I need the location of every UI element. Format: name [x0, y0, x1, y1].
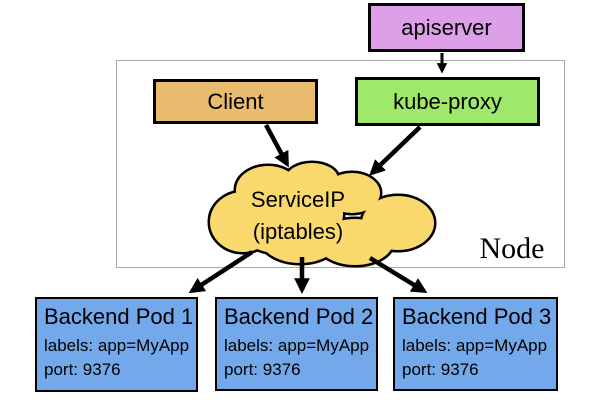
serviceip-label: ServiceIP — [250, 187, 346, 212]
pod-port: port: 9376 — [224, 360, 301, 379]
node-label: Node — [479, 232, 545, 265]
pod-labels: labels: app=MyApp — [44, 336, 190, 355]
apiserver-label: apiserver — [401, 14, 492, 40]
client-box: Client — [153, 79, 318, 124]
pod-title: Backend Pod 1 — [44, 304, 194, 329]
iptables-label: (iptables) — [252, 219, 344, 244]
backend-pod-2-box: Backend Pod 2 labels: app=MyApp port: 93… — [215, 297, 378, 391]
kube-proxy-label: kube-proxy — [393, 88, 502, 114]
pod-port: port: 9376 — [402, 360, 479, 379]
pod-port: port: 9376 — [44, 360, 121, 379]
backend-pod-3-box: Backend Pod 3 labels: app=MyApp port: 93… — [393, 297, 558, 391]
apiserver-box: apiserver — [368, 3, 525, 52]
pod-title: Backend Pod 2 — [224, 304, 374, 329]
pod-title: Backend Pod 3 — [402, 304, 552, 329]
backend-pod-1-box: Backend Pod 1 labels: app=MyApp port: 93… — [35, 297, 198, 392]
client-label: Client — [207, 88, 264, 114]
pod-labels: labels: app=MyApp — [224, 336, 370, 355]
pod-labels: labels: app=MyApp — [402, 336, 548, 355]
kube-proxy-box: kube-proxy — [355, 77, 540, 126]
serviceip-cloud-text: ServiceIP (iptables) — [213, 184, 383, 248]
